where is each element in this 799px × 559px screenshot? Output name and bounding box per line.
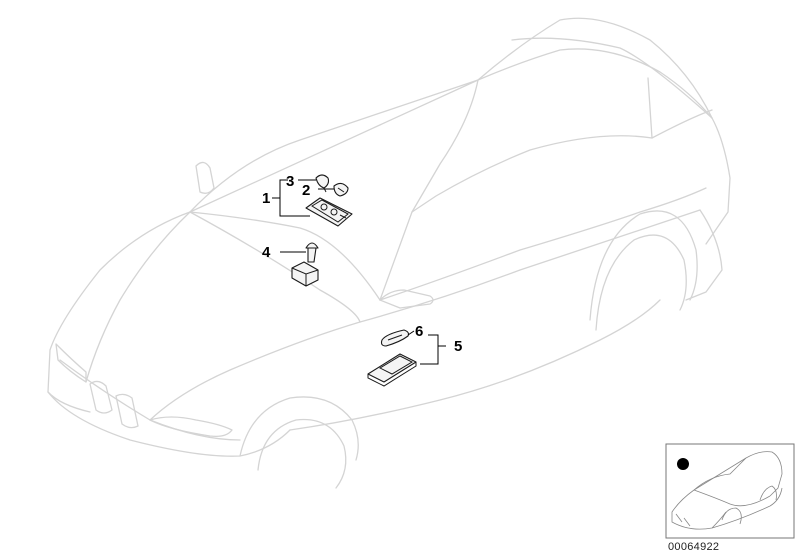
headlight-left (55, 343, 87, 383)
courtesy-light-rim (367, 362, 417, 387)
interior-light-switch-b (330, 208, 338, 216)
location-dot-icon (677, 458, 689, 470)
rear-quarter (685, 209, 723, 301)
callout-1: 1 (262, 190, 270, 207)
front-wheel-arch (239, 396, 359, 461)
car-rear-roof (511, 37, 713, 119)
interior-light-switch-a (320, 203, 328, 211)
windshield-base (189, 211, 381, 301)
front-bumper (47, 391, 291, 457)
interior-light-assembly[interactable] (305, 197, 353, 227)
left-mirror (195, 161, 215, 194)
side-window-line (379, 187, 707, 301)
callout-5: 5 (454, 338, 462, 355)
bulb-2-cap (337, 187, 345, 193)
lamp-socket-stem (307, 247, 317, 263)
rear-wheel (595, 234, 687, 331)
bulb-3-glass (315, 174, 330, 189)
courtesy-light-lens (378, 355, 414, 375)
hood-rear-edge (189, 211, 361, 323)
hood-center-line (85, 211, 191, 383)
festoon-bulb-6[interactable] (380, 329, 410, 347)
rear-wheel-arch (589, 210, 698, 321)
front-wheel (257, 418, 347, 489)
kidney-grille-left (89, 380, 113, 414)
a-pillar (411, 135, 653, 213)
festoon-bulb-filament (387, 334, 403, 341)
interior-light-slot (339, 214, 347, 219)
hood-front-edge (149, 321, 361, 421)
bulb-2[interactable] (333, 182, 349, 197)
callout-3: 3 (286, 173, 294, 190)
lamp-socket-bulb (305, 242, 319, 249)
courtesy-light-housing (367, 353, 417, 383)
diagram-number: 00064922 (668, 541, 720, 553)
callout-2: 2 (302, 182, 310, 199)
front-lower (59, 359, 241, 441)
interior-light-housing (305, 197, 353, 227)
car-roof-inner-line (477, 48, 713, 119)
car-outline (47, 17, 731, 489)
callout-leaders-5-6 (407, 330, 446, 365)
callout-leaders-1-2-3 (272, 179, 334, 217)
right-mirror (379, 289, 434, 309)
courtesy-light-5[interactable] (367, 353, 417, 387)
car-location-thumbnail-icon (665, 443, 795, 539)
callout-6: 6 (415, 323, 423, 340)
callout-4: 4 (262, 244, 271, 261)
bulb-3[interactable] (315, 174, 330, 193)
lamp-socket-4[interactable] (291, 242, 319, 287)
interior-light-lens (311, 199, 349, 223)
side-belt (359, 209, 701, 323)
windshield-outline (189, 79, 479, 301)
car-roof-outline (189, 17, 731, 245)
headlight-right (149, 416, 233, 438)
side-sill (289, 299, 661, 431)
hood-outline (47, 211, 191, 413)
thumbnail-car (671, 451, 783, 530)
kidney-grille-right (115, 393, 139, 429)
